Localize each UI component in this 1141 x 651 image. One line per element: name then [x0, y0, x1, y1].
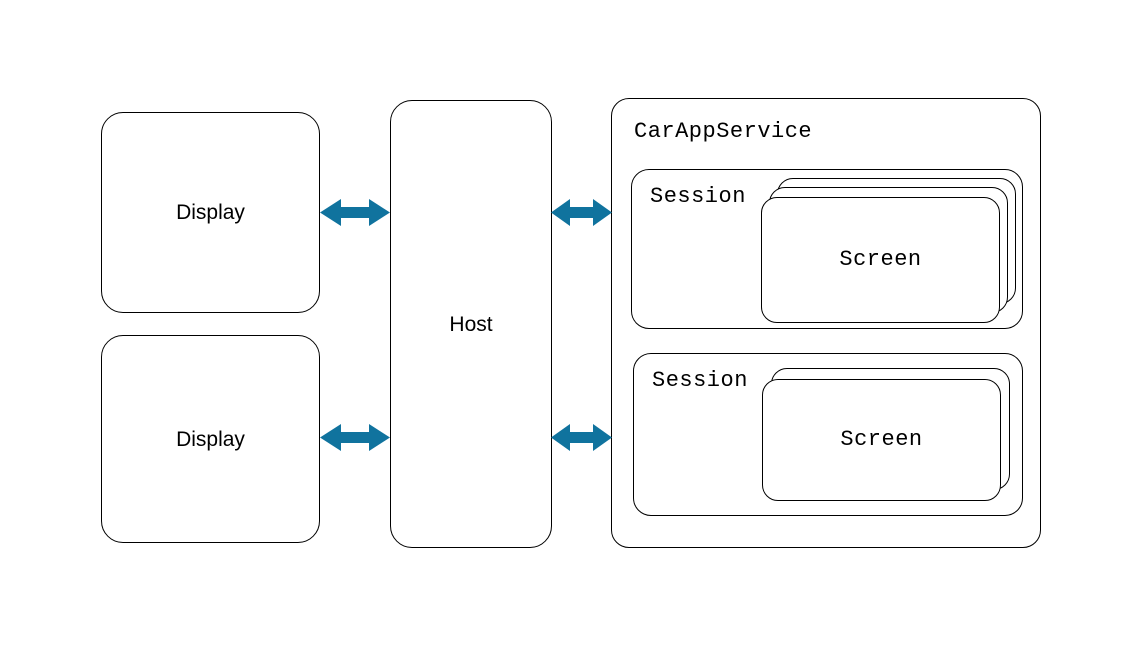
- session-top-screen-stack: Screen: [761, 178, 1016, 323]
- car-app-service-box[interactable]: CarAppService Session Screen Session: [611, 98, 1041, 548]
- session-bottom-box[interactable]: Session Screen: [633, 353, 1023, 516]
- host-label: Host: [449, 312, 493, 336]
- host-box[interactable]: Host: [390, 100, 552, 548]
- car-app-service-label: CarAppService: [634, 119, 813, 144]
- display-top-label: Display: [176, 201, 245, 224]
- session-bottom-screen-stack: Screen: [762, 368, 1012, 506]
- session-top-label: Session: [650, 184, 746, 209]
- arrow-display-top-to-host: [320, 196, 390, 229]
- session-top-screen-label: Screen: [839, 247, 922, 272]
- session-bottom-label: Session: [652, 368, 748, 393]
- display-bottom-box[interactable]: Display: [101, 335, 320, 543]
- session-bottom-screen-label: Screen: [840, 427, 923, 452]
- display-top-box[interactable]: Display: [101, 112, 320, 313]
- display-bottom-label: Display: [176, 427, 245, 451]
- screen-card-front[interactable]: Screen: [762, 379, 1001, 501]
- session-top-box[interactable]: Session Screen: [631, 169, 1023, 329]
- arrow-host-to-service-bottom: [551, 421, 612, 454]
- arrow-display-bottom-to-host: [320, 421, 390, 454]
- arrow-host-to-service-top: [551, 196, 612, 229]
- screen-card-front[interactable]: Screen: [761, 197, 1000, 323]
